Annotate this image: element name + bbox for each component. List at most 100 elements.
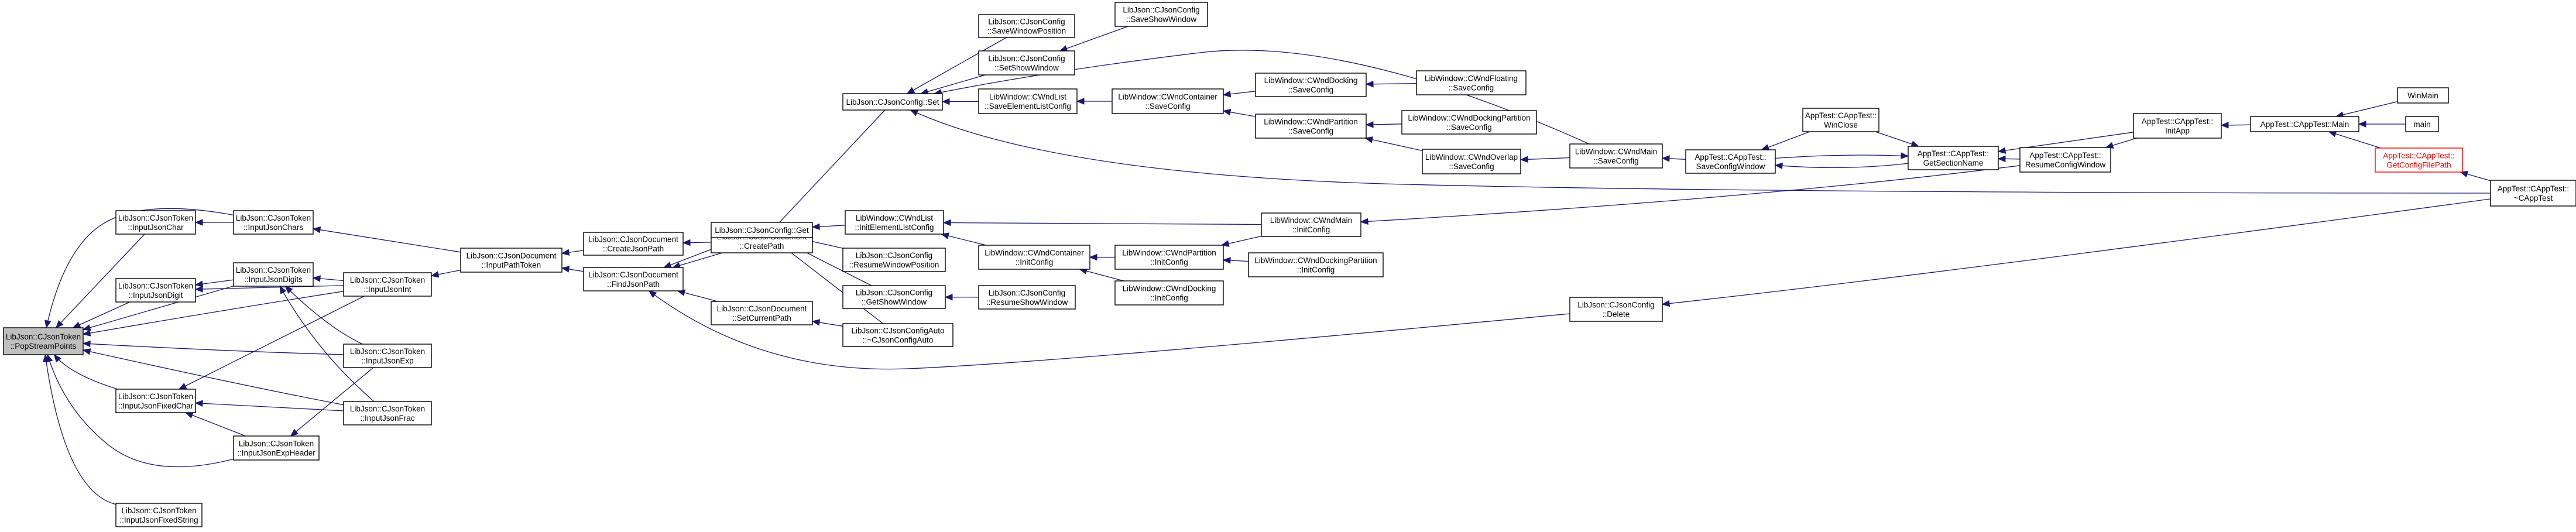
graph-node-initApp[interactable]: AppTest::CAppTest::InitApp bbox=[2133, 113, 2222, 139]
node-box bbox=[2397, 87, 2449, 104]
node-label-line: ::SetCurrentPath bbox=[732, 314, 791, 322]
graph-node-winClose[interactable]: AppTest::CAppTest::WinClose bbox=[1802, 108, 1879, 132]
node-label-line: LibWindow::CWndOverlap bbox=[1425, 153, 1518, 162]
node-label-line: LibWindow::CWndDockingPartition bbox=[1254, 256, 1377, 265]
graph-node-saveConfigWindow[interactable]: AppTest::CAppTest::SaveConfigWindow bbox=[1685, 149, 1776, 174]
graph-node-resumeConfigWindow[interactable]: AppTest::CAppTest::ResumeConfigWindow bbox=[2019, 147, 2111, 173]
node-label-line: LibJson::CJsonToken bbox=[236, 266, 311, 274]
graph-node-floatingSave[interactable]: LibWindow::CWndFloating::SaveConfig bbox=[1416, 70, 1527, 95]
graph-node-dtor[interactable]: AppTest::CAppTest::~CAppTest bbox=[2490, 180, 2576, 207]
node-label-line: LibJson::CJsonConfigAuto bbox=[851, 327, 944, 335]
graph-node-getShowWindow[interactable]: LibJson::CJsonConfig::GetShowWindow bbox=[842, 285, 946, 309]
node-label-line: AppTest::CAppTest:: bbox=[1695, 153, 1766, 162]
edge-line bbox=[83, 343, 344, 355]
graph-node-dockingSave[interactable]: LibWindow::CWndDocking::SaveConfig bbox=[1255, 73, 1367, 97]
graph-node-inPathToken[interactable]: LibJson::CJsonDocument::InputPathToken bbox=[460, 248, 562, 273]
edge-line bbox=[54, 354, 118, 390]
graph-node-cfgDelete[interactable]: LibJson::CJsonConfig::Delete bbox=[1569, 297, 1663, 322]
node-label-line: ::InitConfig bbox=[1150, 294, 1188, 303]
node-label-line: LibJson::CJsonToken bbox=[350, 404, 425, 413]
graph-node-overlapSave[interactable]: LibWindow::CWndOverlap::SaveConfig bbox=[1422, 149, 1521, 174]
graph-node-inChars[interactable]: LibJson::CJsonToken::InputJsonChars bbox=[233, 210, 314, 235]
call-edge-partitionSave-to-containerSave bbox=[1222, 108, 1256, 117]
node-label-line: AppTest::CAppTest:: bbox=[2498, 184, 2569, 193]
graph-node-appMain[interactable]: AppTest::CAppTest::Main bbox=[2250, 116, 2359, 132]
node-label-line: ::InputJsonChar bbox=[128, 223, 184, 232]
call-edge-saveConfigWindow-to-getSectionName bbox=[1775, 152, 1909, 159]
node-label-line: LibWindow::CWndMain bbox=[1270, 216, 1352, 225]
node-box bbox=[343, 272, 432, 297]
graph-node-inDigits[interactable]: LibJson::CJsonToken::InputJsonDigits bbox=[233, 262, 314, 287]
graph-node-containerSave[interactable]: LibWindow::CWndContainer::SaveConfig bbox=[1112, 88, 1224, 114]
graph-node-dockPartInit[interactable]: LibWindow::CWndDockingPartition::InitCon… bbox=[1248, 252, 1384, 277]
graph-node-inInt[interactable]: LibJson::CJsonToken::InputJsonInt bbox=[343, 272, 432, 297]
graph-node-inFrac[interactable]: LibJson::CJsonToken::InputJsonFrac bbox=[343, 401, 432, 425]
node-label-line: AppTest::CAppTest:: bbox=[2383, 152, 2454, 160]
node-box bbox=[233, 262, 314, 287]
edge-arrowhead bbox=[1089, 253, 1097, 261]
edge-arrowhead bbox=[663, 262, 673, 268]
node-label-line: ::InputJsonChars bbox=[243, 223, 303, 232]
graph-node-resumeShowWindow[interactable]: LibJson::CJsonConfig::ResumeShowWindow bbox=[978, 285, 1076, 310]
call-edge-dockPartInit-to-partitionInit bbox=[1222, 257, 1249, 264]
node-label-line: LibWindow::CWndFloating bbox=[1425, 74, 1518, 83]
edge-line bbox=[284, 286, 363, 345]
graph-node-listSaveElem[interactable]: LibWindow::CWndList::SaveElementListConf… bbox=[978, 88, 1078, 114]
graph-node-inExp[interactable]: LibJson::CJsonToken::InputJsonExp bbox=[343, 344, 432, 368]
graph-node-dockPartSave[interactable]: LibWindow::CWndDockingPartition::SaveCon… bbox=[1401, 110, 1537, 135]
edge-arrowhead bbox=[910, 109, 919, 116]
graph-node-cfgAuto[interactable]: LibJson::CJsonConfigAuto::~CJsonConfigAu… bbox=[842, 323, 953, 347]
node-box bbox=[1908, 146, 1999, 170]
graph-node-cfgSet[interactable]: LibJson::CJsonConfig::Set bbox=[842, 93, 943, 111]
graph-node-setCurrentPath[interactable]: LibJson::CJsonDocument::SetCurrentPath bbox=[711, 301, 813, 325]
edge-line bbox=[1775, 163, 1909, 169]
graph-node-inFixedChar[interactable]: LibJson::CJsonToken::InputJsonFixedChar bbox=[115, 389, 196, 413]
call-edge-inDigit-to-pop bbox=[72, 301, 131, 328]
call-edge-inFrac-to-pop bbox=[82, 348, 344, 406]
node-label-line: ::InputJsonExpHeader bbox=[237, 449, 315, 458]
graph-node-partitionSave[interactable]: LibWindow::CWndPartition::SaveConfig bbox=[1255, 114, 1367, 139]
edge-arrowhead bbox=[811, 319, 821, 326]
edge-arrowhead bbox=[194, 286, 203, 293]
graph-node-getConfigFilePath[interactable]: AppTest::CAppTest::GetConfigFilePath bbox=[2375, 147, 2463, 173]
graph-node-findJsonPath[interactable]: LibJson::CJsonDocument::FindJsonPath bbox=[583, 267, 684, 291]
node-label-line: LibWindow::CWndPartition bbox=[1264, 118, 1358, 126]
node-label-line: LibWindow::CWndMain bbox=[1575, 147, 1657, 156]
graph-node-createJsonPath[interactable]: LibJson::CJsonDocument::CreateJsonPath bbox=[583, 232, 684, 256]
graph-node-winMain[interactable]: WinMain bbox=[2397, 87, 2449, 104]
graph-node-resumeWindowPosition[interactable]: LibJson::CJsonConfig::ResumeWindowPositi… bbox=[842, 248, 946, 272]
graph-node-containerInit[interactable]: LibWindow::CWndContainer::InitConfig bbox=[978, 245, 1090, 270]
graph-node-partitionInit[interactable]: LibWindow::CWndPartition::InitConfig bbox=[1114, 245, 1224, 270]
graph-node-mainInit[interactable]: LibWindow::CWndMain::InitConfig bbox=[1261, 212, 1361, 237]
graph-node-inExpHeader[interactable]: LibJson::CJsonToken::InputJsonExpHeader bbox=[233, 435, 320, 461]
graph-node-inDigit[interactable]: LibJson::CJsonToken::InputJsonDigit bbox=[115, 278, 196, 303]
edge-arrowhead bbox=[290, 428, 299, 437]
node-label-line: ::SaveConfig bbox=[1288, 127, 1333, 136]
edge-line bbox=[46, 208, 234, 328]
graph-node-setShowWindow[interactable]: LibJson::CJsonConfig::SetShowWindow bbox=[978, 50, 1075, 75]
graph-node-mainSave[interactable]: LibWindow::CWndMain::SaveConfig bbox=[1569, 143, 1663, 169]
node-label-line: LibWindow::CWndDockingPartition bbox=[1408, 114, 1530, 122]
graph-node-inFixedString[interactable]: LibJson::CJsonToken::InputJsonFixedStrin… bbox=[115, 503, 203, 527]
edge-arrowhead bbox=[72, 321, 81, 328]
call-edge-inInt-to-inFixedChar bbox=[178, 296, 365, 390]
graph-node-listInitElem[interactable]: LibWindow::CWndList::InitElementListConf… bbox=[845, 210, 944, 235]
graph-node-saveShowWindow[interactable]: LibJson::CJsonConfig::SaveShowWindow bbox=[1114, 2, 1208, 27]
node-label-line: ::InitConfig bbox=[1292, 225, 1330, 234]
edge-arrowhead bbox=[1761, 144, 1770, 150]
graph-node-getSectionName[interactable]: AppTest::CAppTest::GetSectionName bbox=[1908, 146, 1999, 170]
node-label-line: LibJson::CJsonToken bbox=[236, 214, 311, 222]
graph-node-main[interactable]: main bbox=[2405, 116, 2439, 132]
call-edge-inFrac-to-inDigits bbox=[279, 285, 375, 402]
graph-node-saveWindowPosition[interactable]: LibJson::CJsonConfig::SaveWindowPosition bbox=[978, 14, 1075, 38]
graph-node-dockingInit[interactable]: LibWindow::CWndDocking::InitConfig bbox=[1114, 280, 1224, 306]
edge-arrowhead bbox=[1364, 136, 1373, 143]
graph-node-inChar[interactable]: LibJson::CJsonToken::InputJsonChar bbox=[115, 210, 196, 235]
node-label-line: ::InputJsonDigits bbox=[244, 275, 303, 284]
node-label-line: LibJson::CJsonConfig bbox=[1577, 301, 1654, 310]
graph-node-cfgGet[interactable]: LibJson::CJsonConfig::Get bbox=[711, 222, 813, 238]
node-box bbox=[1114, 2, 1208, 27]
call-edge-inInt-to-pop bbox=[82, 291, 344, 337]
node-box bbox=[1422, 149, 1521, 174]
node-label-line: LibJson::CJsonToken bbox=[350, 347, 425, 356]
